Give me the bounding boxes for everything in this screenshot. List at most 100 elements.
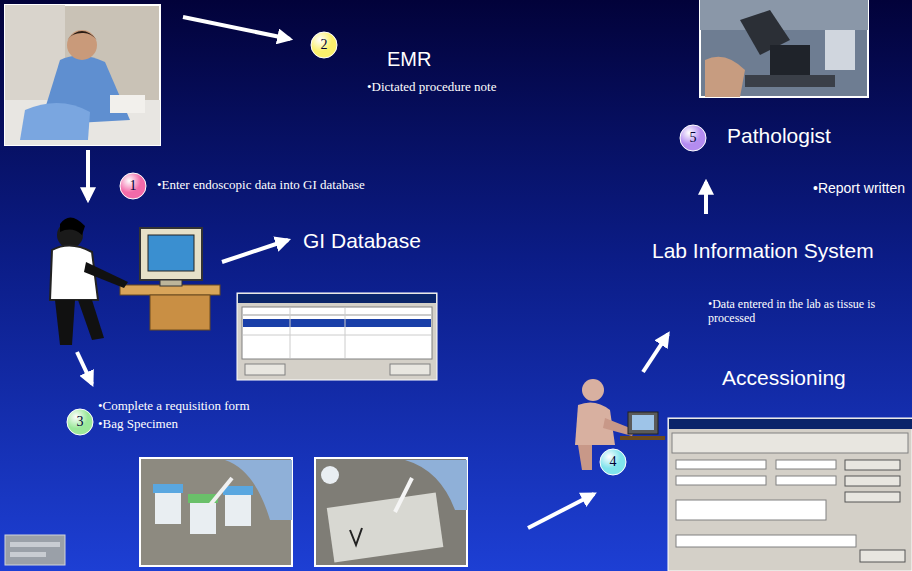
flow-arrow (77, 17, 706, 528)
bullet-note: •Report written (813, 180, 905, 196)
lab-technician-clipart (582, 379, 604, 401)
specimen-photo (210, 478, 232, 505)
accessioning-screenshot (672, 433, 908, 453)
bullet-note: •Bag Specimen (98, 417, 178, 432)
lab-technician-clipart (628, 412, 658, 434)
gi-database-screenshot (345, 308, 346, 358)
computer-user-clipart (60, 217, 85, 235)
microscope-photo (700, 0, 868, 30)
callout-number: 3 (66, 408, 94, 436)
endoscopy-photo (67, 30, 97, 60)
microscope-photo (700, 0, 868, 97)
accessioning-screenshot (676, 535, 856, 547)
stage-heading: Accessioning (722, 366, 846, 390)
flow-arrow (704, 182, 708, 214)
accessioning-screenshot (676, 476, 766, 485)
step-number-circle: 1 (119, 172, 147, 200)
computer-user-clipart (78, 300, 104, 340)
gi-database-screenshot (238, 294, 436, 303)
circle-shape (120, 173, 146, 199)
computer-user-clipart (55, 300, 75, 345)
computer-user-clipart (140, 228, 202, 280)
accessioning-screenshot (845, 476, 900, 486)
endoscopy-photo (110, 95, 145, 113)
computer-user-clipart (148, 235, 194, 271)
bullet-note: •Data entered in the lab as tissue is pr… (708, 298, 890, 326)
stage-heading: GI Database (303, 229, 421, 253)
bullet-note: •Complete a requisition form (98, 399, 250, 414)
flow-arrow (222, 240, 288, 262)
microscope-photo (745, 75, 835, 87)
stage-heading: EMR (387, 48, 431, 71)
accessioning-screenshot (776, 460, 836, 469)
circle-shape (311, 32, 337, 58)
requisition-photo (315, 458, 467, 566)
callout-number: 1 (119, 172, 147, 200)
flow-arrow (86, 150, 90, 200)
specimen-photo (153, 484, 183, 493)
circle-shape (680, 125, 706, 151)
specimen-photo (140, 458, 292, 566)
logo (10, 552, 46, 557)
lab-technician-clipart (578, 445, 592, 470)
lab-technician-clipart (632, 415, 654, 430)
gi-database-screenshot (237, 293, 437, 380)
accessioning-screenshot (776, 476, 836, 485)
callout-number: 4 (599, 448, 627, 476)
endoscopy-photo (20, 103, 90, 140)
endoscopy-photo (5, 5, 160, 145)
gi-database-screenshot (390, 364, 430, 375)
computer-user-clipart (160, 280, 182, 286)
accessioning-screenshot (845, 492, 900, 502)
requisition-photo (327, 493, 444, 563)
callout-number: 5 (679, 124, 707, 152)
requisition-photo (315, 458, 467, 566)
step-number-circle: 2 (310, 31, 338, 59)
accessioning-screenshot (676, 460, 766, 469)
microscope-photo (700, 0, 868, 97)
microscope-photo (825, 30, 855, 70)
requisition-photo (321, 466, 339, 484)
specimen-photo (155, 490, 181, 524)
bullet-note: •Dictated procedure note (367, 80, 496, 95)
step-number-circle: 3 (66, 408, 94, 436)
accessioning-screenshot (669, 419, 912, 429)
gi-database-screenshot (243, 319, 431, 327)
flow-arrow (643, 334, 668, 372)
flow-arrow (77, 352, 92, 384)
requisition-photo (350, 528, 362, 545)
computer-user-clipart (50, 217, 220, 345)
lab-technician-clipart (620, 436, 665, 440)
stage-heading: Lab Information System (652, 239, 874, 263)
logo (5, 535, 65, 565)
specimen-photo (225, 460, 292, 520)
gi-database-screenshot (242, 307, 432, 359)
specimen-photo (225, 492, 251, 526)
gi-database-screenshot (245, 364, 285, 375)
flow-arrow (528, 494, 594, 528)
step-number-circle: 5 (679, 124, 707, 152)
microscope-photo (705, 57, 745, 97)
specimen-photo (223, 486, 253, 495)
accessioning-screenshot (668, 418, 912, 571)
logo (10, 542, 60, 547)
stage-heading: Pathologist (727, 124, 831, 148)
gi-database-screenshot (290, 308, 291, 358)
flow-arrow (183, 17, 290, 39)
gi-database-screenshot (237, 293, 437, 380)
gi-database-screenshot (243, 335, 431, 336)
accessioning-screenshot (860, 550, 905, 562)
circle-shape (600, 449, 626, 475)
accessioning-screenshot (668, 418, 912, 571)
microscope-photo (770, 45, 810, 75)
specimen-photo (140, 458, 292, 566)
requisition-photo (395, 478, 412, 512)
bullet-note: •Enter endoscopic data into GI database (157, 178, 365, 193)
logo (5, 535, 65, 565)
computer-user-clipart (150, 295, 210, 330)
gi-database-screenshot (243, 315, 431, 316)
accessioning-screenshot (845, 460, 900, 470)
endoscopy-photo (67, 31, 97, 40)
step-number-circle: 4 (599, 448, 627, 476)
